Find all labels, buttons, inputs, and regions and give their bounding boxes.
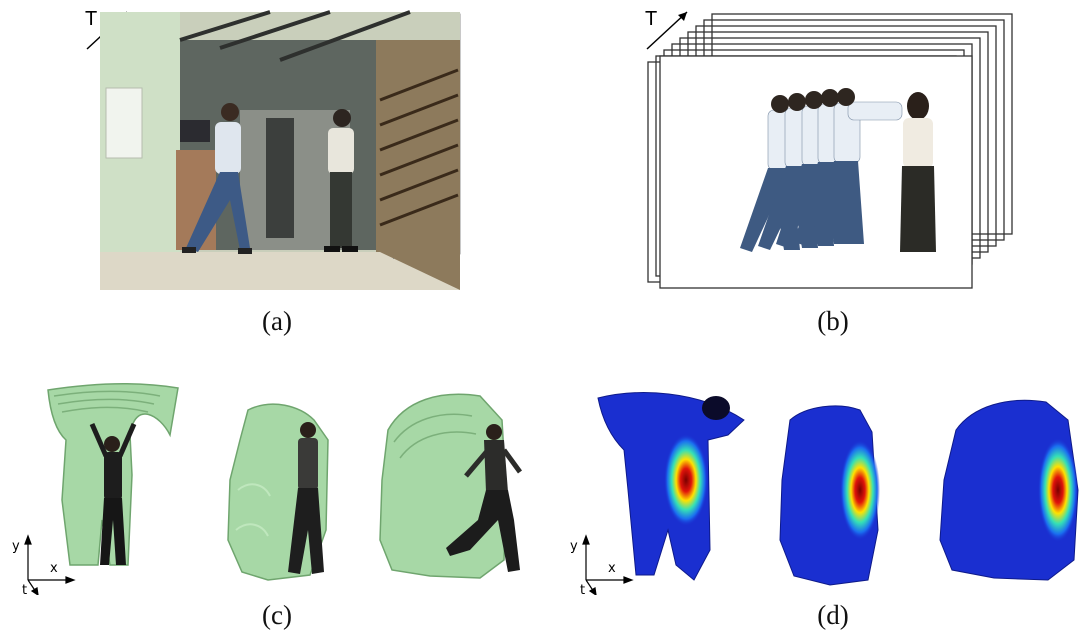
time-label: T	[645, 8, 657, 30]
heatmap-jumping-jack	[597, 392, 745, 581]
shape-walk	[227, 403, 329, 581]
axis-label-t: t	[580, 583, 585, 595]
caption-b: (b)	[817, 306, 849, 336]
segmented-frames-illustration: T	[645, 8, 1013, 289]
axis-label-t: t	[22, 583, 27, 595]
heatmap-walk	[779, 405, 880, 586]
axis-label-y: y	[570, 539, 578, 554]
axis-label-x: x	[50, 561, 58, 576]
walking-silhouettes	[740, 88, 903, 252]
front-video-frame	[100, 10, 460, 290]
caption-a: (a)	[262, 306, 292, 336]
time-label: T	[85, 8, 97, 30]
space-time-shapes: y x t	[12, 383, 523, 595]
panel-c: y x t	[10, 380, 540, 595]
standing-silhouette	[900, 92, 936, 252]
shape-run	[379, 393, 523, 579]
time-arrow	[646, 11, 688, 50]
standing-person	[324, 109, 358, 252]
panel-b: T	[640, 0, 1020, 300]
caption-d: (d)	[817, 600, 849, 630]
heatmap-run	[939, 399, 1079, 581]
video-frames-illustration: T	[85, 8, 461, 290]
walking-person	[182, 103, 252, 254]
axes-indicator	[24, 534, 76, 595]
time-arrow-head	[678, 12, 687, 21]
panel-d: y x t	[568, 380, 1086, 595]
axis-label-x: x	[608, 561, 616, 576]
axes-indicator	[582, 534, 634, 595]
shape-jumping-jack	[47, 383, 179, 566]
axis-label-y: y	[12, 539, 20, 554]
panel-a: T	[80, 0, 470, 300]
caption-c: (c)	[262, 600, 292, 630]
heatmap-shapes: y x t	[570, 392, 1079, 595]
